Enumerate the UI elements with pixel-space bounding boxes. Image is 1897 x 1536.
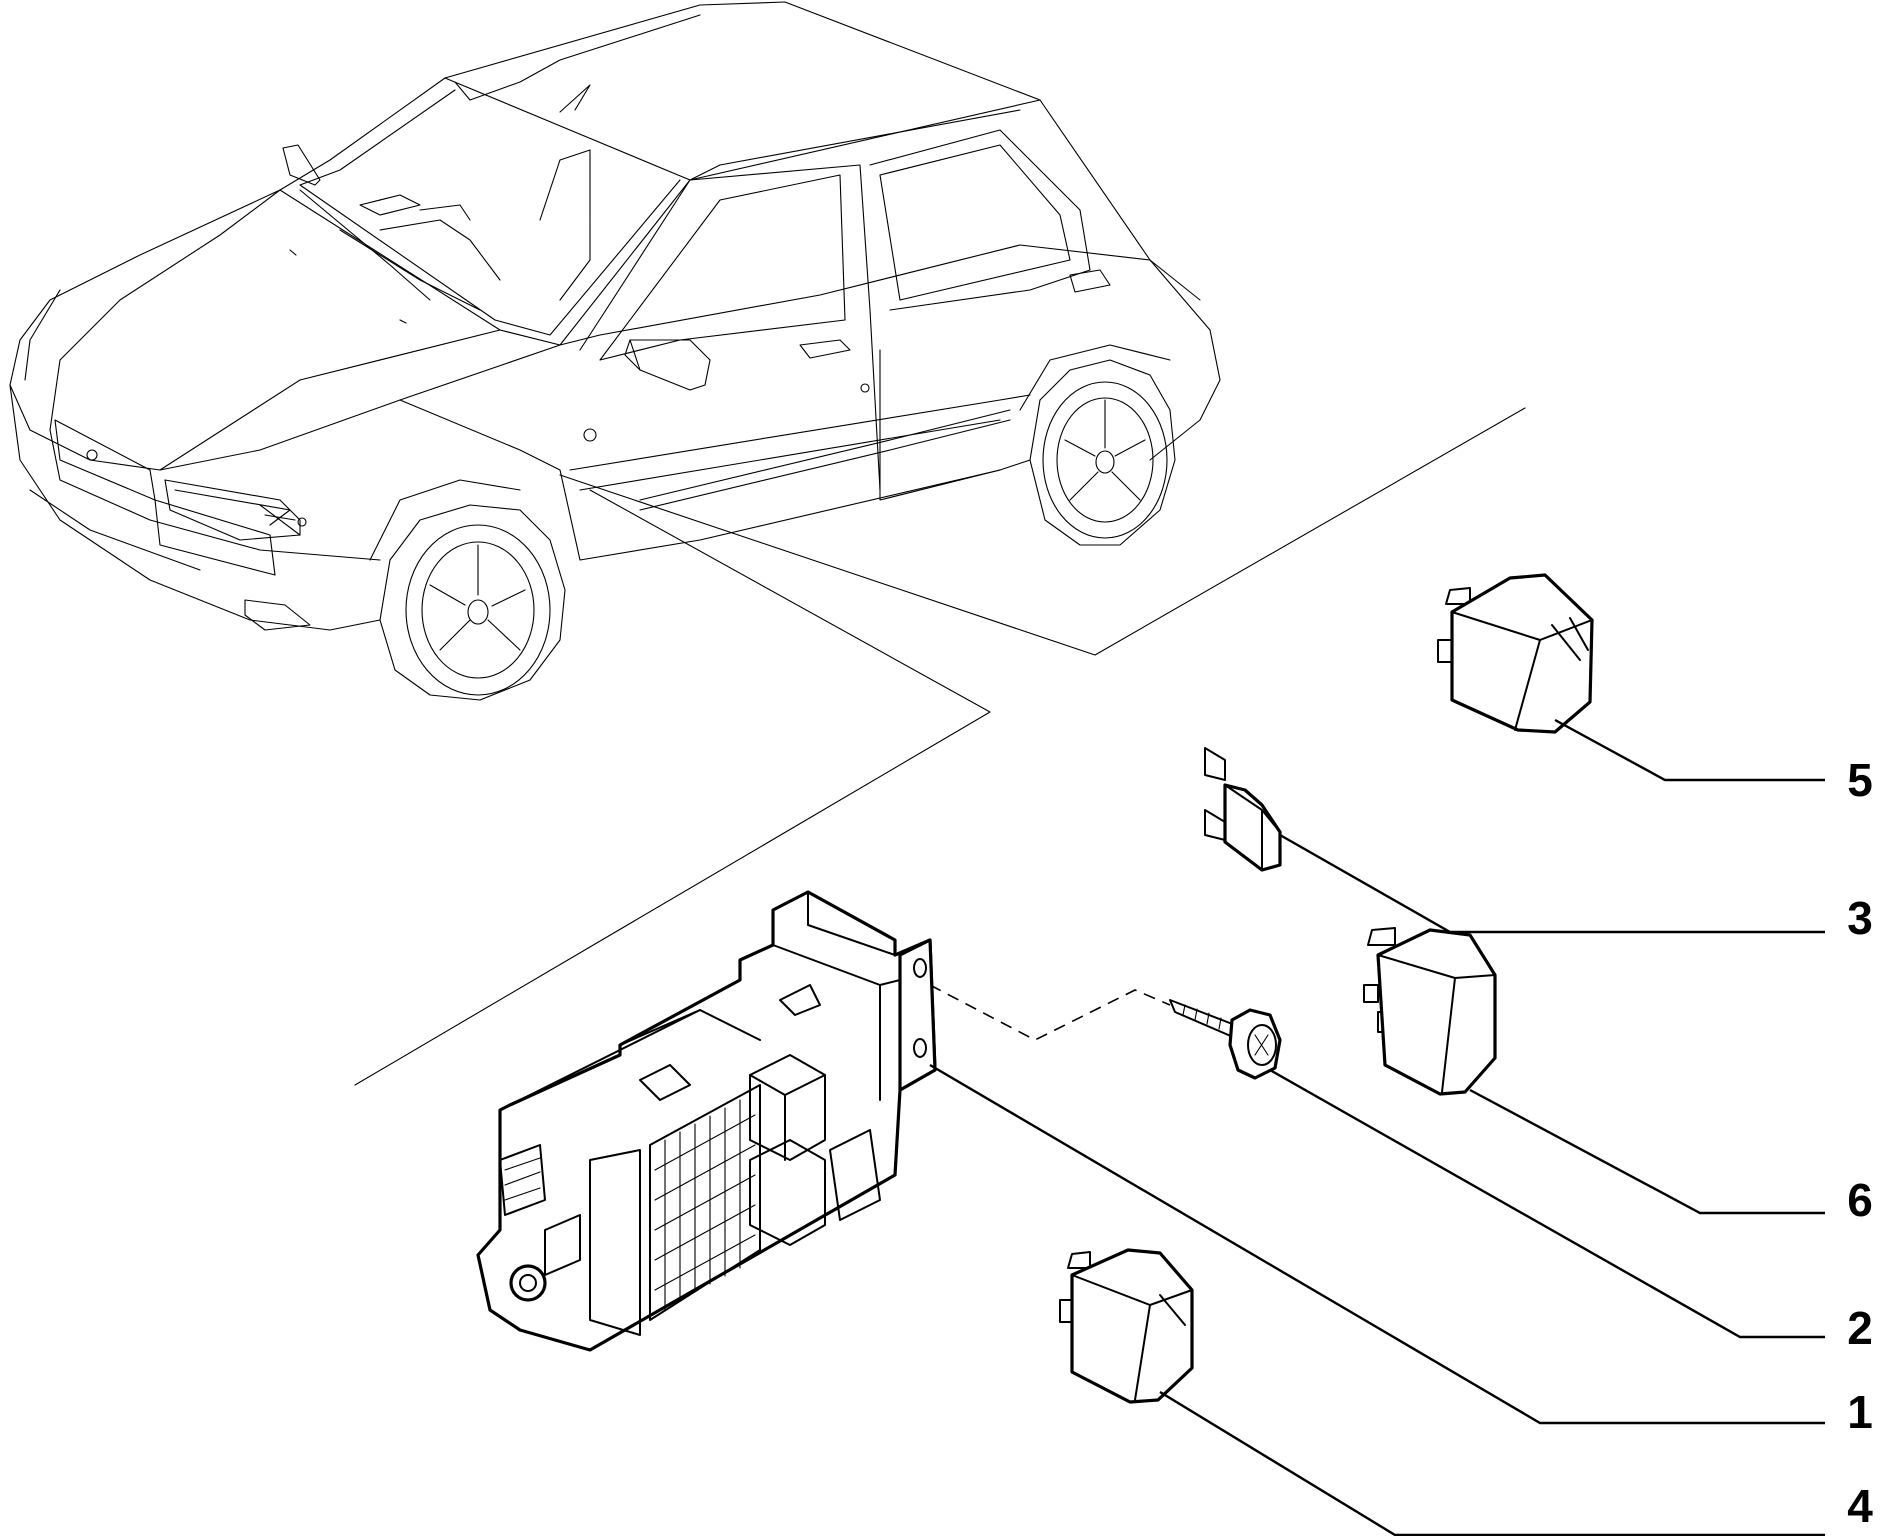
leader-4 [1159, 1390, 1825, 1536]
callout-6: 6 [1847, 1174, 1873, 1226]
callout-2: 2 [1847, 1302, 1873, 1354]
callout-numbers: 5 3 6 2 1 4 [1847, 754, 1873, 1532]
leader-2 [1269, 1068, 1825, 1339]
callout-3: 3 [1847, 892, 1873, 944]
leader-6 [1469, 1088, 1825, 1215]
relay-large-top [1437, 573, 1594, 734]
relay-large-bottom [1059, 1248, 1194, 1404]
relay-small [1363, 927, 1497, 1096]
leader-5 [1554, 718, 1825, 782]
perspective-guide-lines [354, 407, 1526, 1086]
callout-4: 4 [1847, 1480, 1873, 1532]
leader-lines [929, 718, 1825, 1536]
screw-trajectory-line [929, 984, 1171, 1041]
blade-fuse [1204, 747, 1282, 872]
mounting-screw [1169, 999, 1282, 1080]
callout-1: 1 [1847, 1386, 1873, 1438]
fuse-relay-box [476, 890, 937, 1352]
leader-3 [1279, 833, 1825, 934]
leader-1 [929, 1063, 1825, 1425]
car-illustration [9, 1, 1221, 701]
callout-5: 5 [1847, 754, 1873, 806]
